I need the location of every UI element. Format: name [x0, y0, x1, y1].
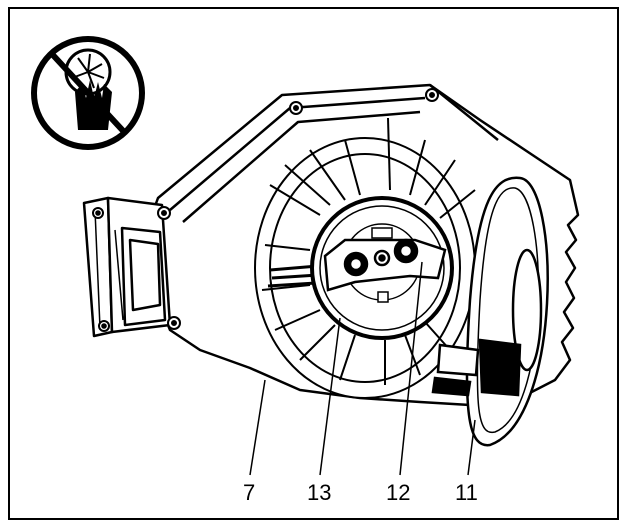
callout-7: 7 — [243, 480, 255, 505]
callout-11: 11 — [455, 480, 478, 505]
leader-lines — [249, 261, 476, 476]
callout-12: 12 — [386, 480, 410, 505]
no-hand-in-fan-icon — [31, 36, 145, 150]
inlet-duct — [82, 196, 172, 338]
cover-plate — [431, 176, 549, 447]
callout-13: 13 — [307, 480, 331, 505]
housing-screws — [92, 88, 439, 332]
motor-hub — [310, 196, 454, 340]
